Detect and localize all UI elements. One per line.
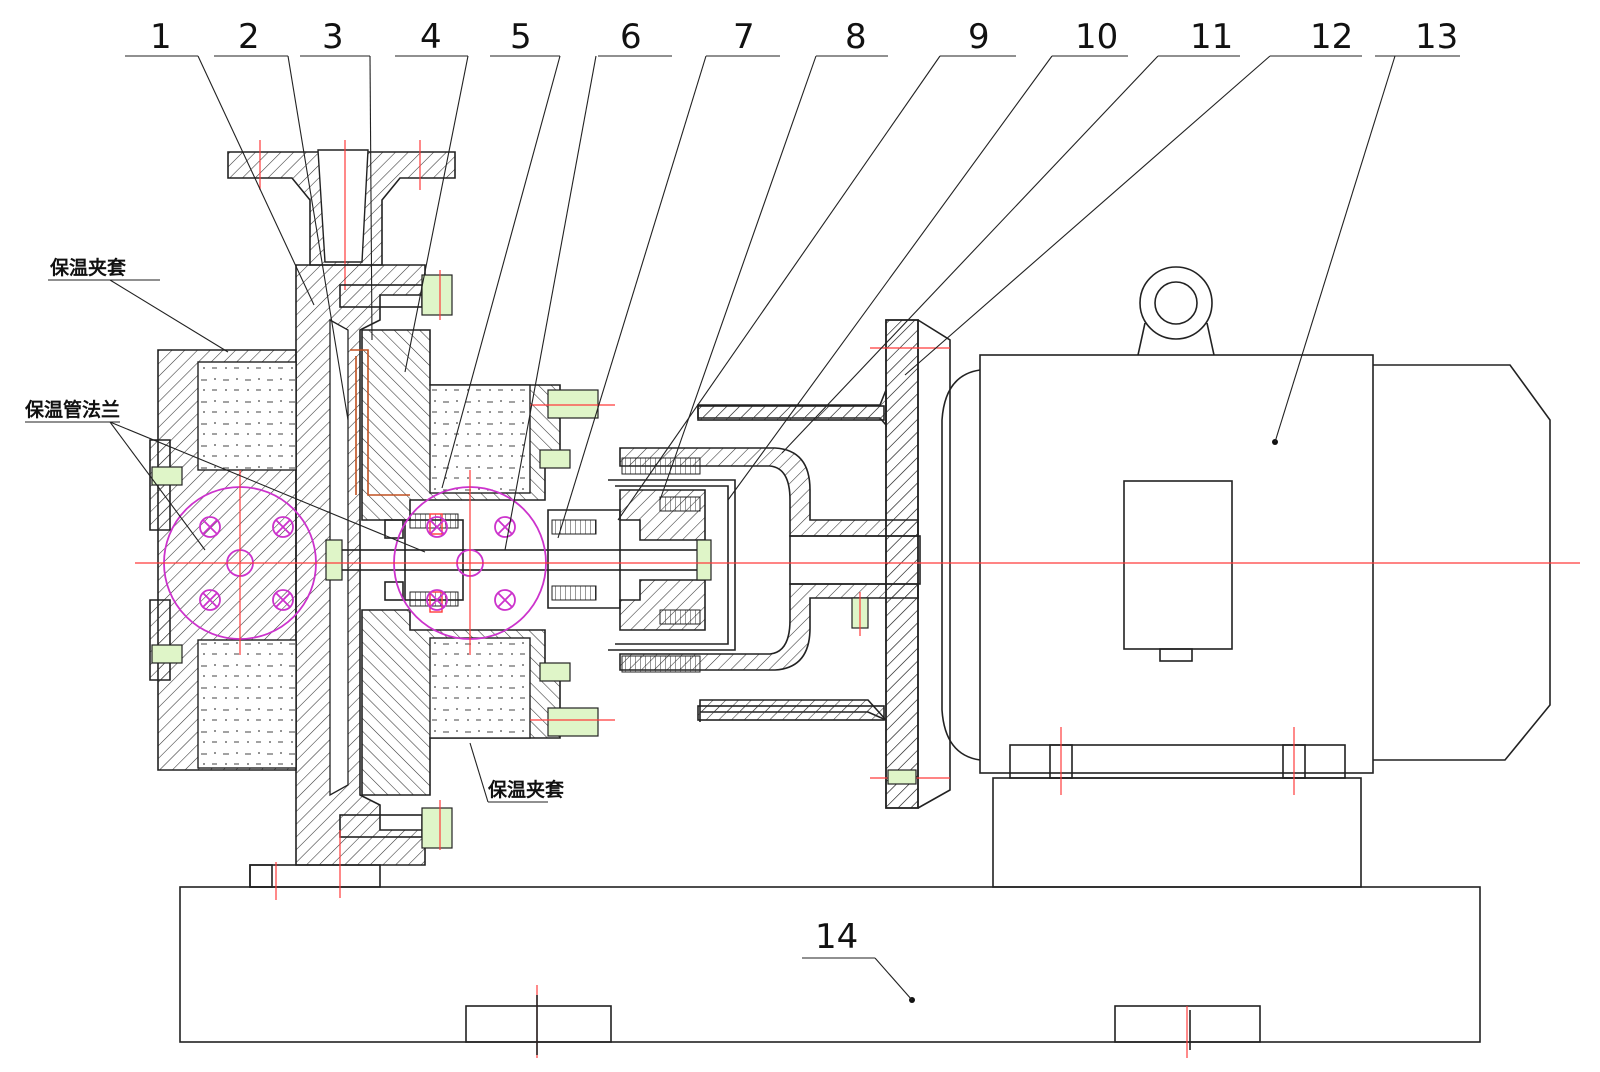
label-part-6: 6 [620,17,642,57]
label-part-7: 7 [733,17,755,57]
label-part-5: 5 [510,17,532,57]
leader-lines [25,55,1460,1001]
label-part-10: 10 [1075,17,1118,57]
motor [941,266,1551,888]
pump-casing [149,140,615,900]
part-labels: 1 2 3 4 5 6 7 8 9 10 11 12 13 14 保温夹套 保温… [24,17,1458,957]
label-part-4: 4 [420,17,442,57]
label-part-9: 9 [968,17,990,57]
label-jacket-top: 保温夹套 [49,256,127,279]
label-part-14: 14 [815,917,858,957]
rotor-assembly [135,457,1580,673]
label-part-8: 8 [845,17,867,57]
base-plate [179,886,1481,1058]
label-part-3: 3 [322,17,344,57]
label-part-11: 11 [1190,17,1233,57]
label-part-13: 13 [1415,17,1458,57]
flange-bolt-marks [199,516,516,611]
label-jacket-bottom: 保温夹套 [487,778,565,801]
label-part-1: 1 [150,17,172,57]
motor-bracket [619,319,951,809]
label-flange: 保温管法兰 [24,398,120,421]
label-part-12: 12 [1310,17,1353,57]
label-part-2: 2 [238,17,260,57]
